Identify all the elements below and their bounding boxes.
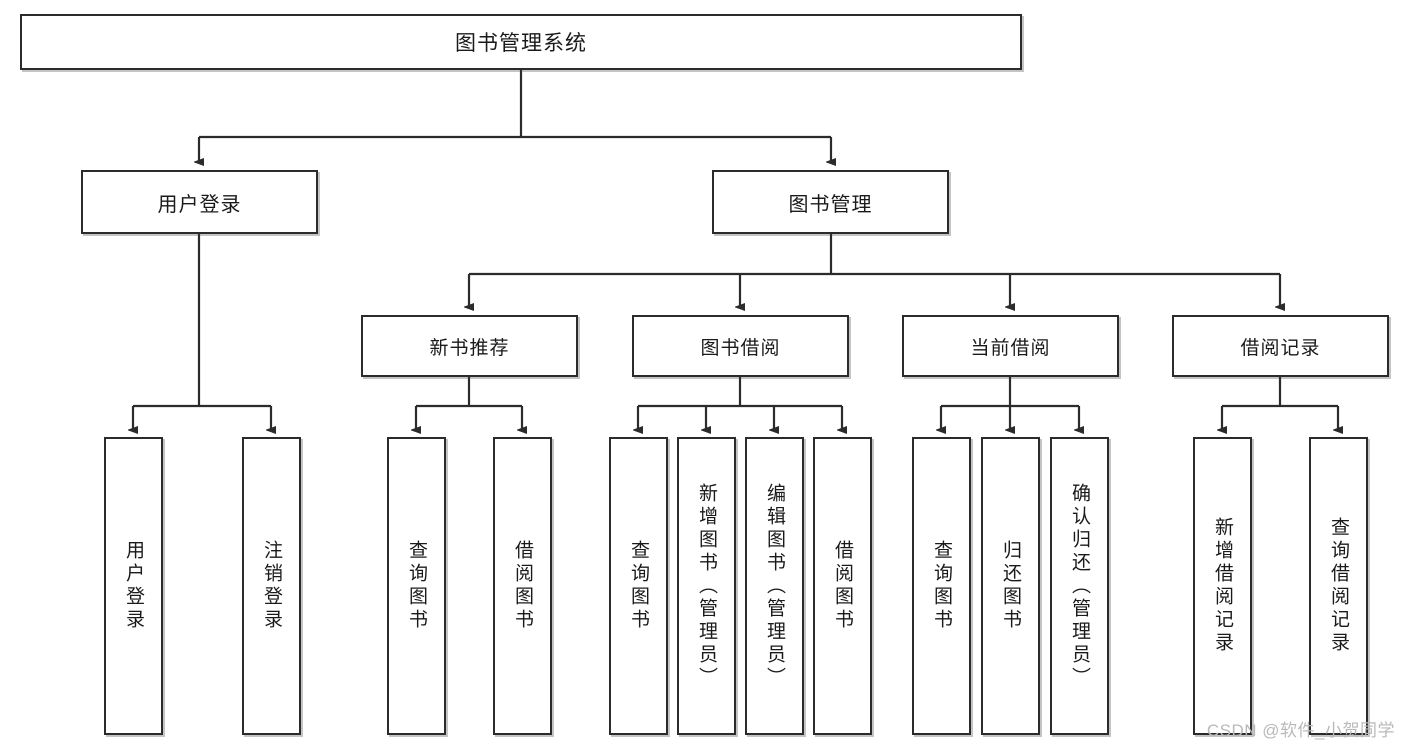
leaf-current-borrow-2-label: 归还图书 — [1000, 540, 1021, 632]
node-user-login-label: 用户登录 — [157, 193, 242, 216]
leaf-book-borrow-1[interactable]: 查询图书 — [609, 437, 668, 735]
node-root[interactable]: 图书管理系统 — [20, 14, 1022, 70]
leaf-new-book-2[interactable]: 借阅图书 — [493, 437, 552, 735]
leaf-user-login-2-label: 注销登录 — [261, 540, 282, 632]
node-book-borrow-label: 图书借阅 — [700, 337, 781, 359]
leaf-new-book-2-label: 借阅图书 — [512, 540, 533, 632]
leaf-borrow-records-1[interactable]: 新增借阅记录 — [1193, 437, 1252, 735]
leaf-book-borrow-2-label: 新增图书（管理员） — [696, 482, 717, 690]
leaf-borrow-records-2[interactable]: 查询借阅记录 — [1309, 437, 1368, 735]
node-book-manage[interactable]: 图书管理 — [712, 170, 949, 234]
leaf-user-login-2[interactable]: 注销登录 — [242, 437, 301, 735]
node-new-book-recommend[interactable]: 新书推荐 — [361, 315, 578, 377]
leaf-new-book-1-label: 查询图书 — [406, 540, 427, 632]
leaf-current-borrow-1[interactable]: 查询图书 — [912, 437, 971, 735]
leaf-book-borrow-4-label: 借阅图书 — [832, 540, 853, 632]
node-user-login[interactable]: 用户登录 — [81, 170, 318, 234]
leaf-current-borrow-3-label: 确认归还（管理员） — [1069, 482, 1090, 690]
leaf-borrow-records-1-label: 新增借阅记录 — [1212, 517, 1233, 655]
node-new-book-recommend-label: 新书推荐 — [429, 337, 510, 359]
node-borrow-records-label: 借阅记录 — [1240, 337, 1321, 359]
leaf-current-borrow-2[interactable]: 归还图书 — [981, 437, 1040, 735]
node-book-borrow[interactable]: 图书借阅 — [632, 315, 849, 377]
leaf-book-borrow-3[interactable]: 编辑图书（管理员） — [745, 437, 804, 735]
leaf-current-borrow-3[interactable]: 确认归还（管理员） — [1050, 437, 1109, 735]
leaf-borrow-records-2-label: 查询借阅记录 — [1328, 517, 1349, 655]
node-book-manage-label: 图书管理 — [788, 193, 873, 216]
leaf-book-borrow-4[interactable]: 借阅图书 — [813, 437, 872, 735]
node-root-label: 图书管理系统 — [455, 32, 587, 55]
node-borrow-records[interactable]: 借阅记录 — [1172, 315, 1389, 377]
node-current-borrow-label: 当前借阅 — [970, 337, 1051, 359]
leaf-current-borrow-1-label: 查询图书 — [931, 540, 952, 632]
leaf-book-borrow-3-label: 编辑图书（管理员） — [764, 482, 785, 690]
watermark-text: CSDN @软件_小贺同学 — [1206, 721, 1395, 740]
node-current-borrow[interactable]: 当前借阅 — [902, 315, 1119, 377]
leaf-book-borrow-2[interactable]: 新增图书（管理员） — [677, 437, 736, 735]
leaf-book-borrow-1-label: 查询图书 — [628, 540, 649, 632]
leaf-user-login-1-label: 用户登录 — [123, 540, 144, 632]
leaf-new-book-1[interactable]: 查询图书 — [387, 437, 446, 735]
leaf-user-login-1[interactable]: 用户登录 — [104, 437, 163, 735]
